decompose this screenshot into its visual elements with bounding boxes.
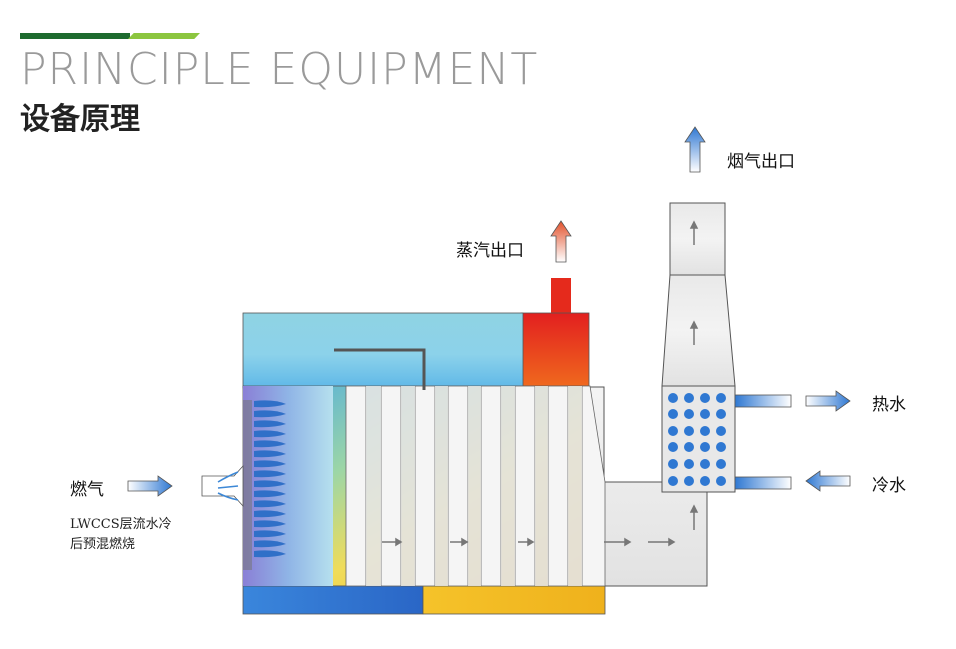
accent-bar-dark <box>20 33 130 39</box>
steam-outlet-arrow <box>550 220 572 263</box>
flue-gas-outlet-arrow <box>684 126 706 173</box>
exchanger-tubes <box>668 393 726 486</box>
riser-pipe <box>334 348 426 390</box>
burner-desc-line2: 后预混燃烧 <box>70 537 136 552</box>
bottom-header-cold <box>242 585 424 615</box>
page-title-en: PRINCIPLE EQUIPMENT <box>20 44 539 95</box>
steam-outlet-label: 蒸汽出口 <box>456 241 524 261</box>
steam-drum <box>520 278 590 389</box>
gas-nozzle <box>201 464 244 508</box>
cold-water-arrow <box>805 470 851 492</box>
cold-water-pipe <box>734 476 792 490</box>
burner-flames <box>254 399 288 567</box>
burner-desc-line1: LWCCS层流水冷 <box>70 517 172 532</box>
page-title-cn: 设备原理 <box>20 102 140 137</box>
hot-water-label: 热水 <box>872 395 906 415</box>
flue-gas-outlet-label: 烟气出口 <box>727 152 795 172</box>
cold-water-label: 冷水 <box>872 476 906 496</box>
gas-inlet-arrow <box>127 475 173 497</box>
accent-bar-light <box>128 33 200 39</box>
flue-gas-channel <box>581 202 736 587</box>
heat-exchanger <box>661 385 736 493</box>
gas-label: 燃气 <box>70 480 104 500</box>
bottom-header-warm <box>422 585 606 615</box>
chimney-stack <box>669 202 726 276</box>
chimney-cone <box>661 274 736 387</box>
hot-water-arrow <box>805 390 851 412</box>
hot-water-pipe <box>734 394 792 408</box>
flue-passages <box>345 385 606 587</box>
